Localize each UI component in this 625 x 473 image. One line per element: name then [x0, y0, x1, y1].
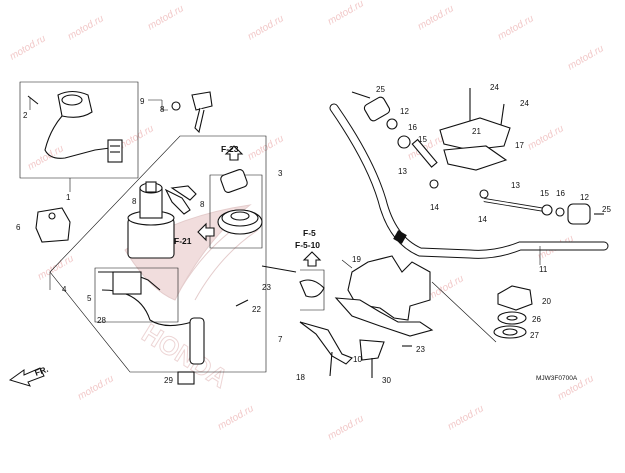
lower-brackets — [235, 265, 412, 378]
part-number-15: 15 — [418, 135, 427, 144]
part-number-16: 16 — [556, 189, 565, 198]
site-watermark: motod.ru — [146, 3, 186, 32]
left-bar-end-parts — [351, 91, 439, 189]
part-number-19: 19 — [352, 255, 361, 264]
part-number-2: 2 — [23, 111, 28, 120]
watermark-layer: motod.ru motod.ru motod.ru motod.ru moto… — [8, 0, 606, 443]
part-number-20: 20 — [542, 297, 551, 306]
site-watermark: motod.ru — [246, 13, 286, 42]
part-number-14: 14 — [430, 203, 439, 212]
part-number-21: 21 — [472, 127, 481, 136]
part-4-group — [49, 135, 267, 385]
part-number-13: 13 — [398, 167, 407, 176]
reference-labels: F-23 F-21 F-5 F-5-10 — [174, 144, 322, 267]
site-watermark: motod.ru — [566, 43, 606, 72]
part-number-5: 5 — [87, 294, 92, 303]
part-number-23: 23 — [262, 283, 271, 292]
site-watermark: motod.ru — [36, 253, 76, 282]
part-number-23: 23 — [416, 345, 425, 354]
part-9-key — [148, 91, 213, 134]
part-number-7: 7 — [278, 335, 283, 344]
fuel-cap-group — [197, 145, 263, 249]
part-number-3: 3 — [278, 169, 283, 178]
front-direction-label: FR. — [33, 364, 49, 378]
site-watermark: motod.ru — [66, 13, 106, 42]
stem-nut-group — [431, 281, 533, 343]
part-number-13: 13 — [511, 181, 520, 190]
site-watermark: motod.ru — [216, 403, 256, 432]
site-watermark: motod.ru — [526, 123, 566, 152]
site-watermark: motod.ru — [446, 403, 486, 432]
site-watermark: motod.ru — [326, 0, 366, 28]
part-number-1: 1 — [66, 193, 71, 202]
part-number-9: 9 — [140, 97, 145, 106]
reference-f-23: F-23 — [221, 144, 239, 154]
site-watermark: motod.ru — [8, 33, 48, 62]
front-direction-indicator: FR. — [8, 364, 50, 387]
reference-f-5: F-5 — [303, 228, 316, 238]
part-number-8: 8 — [160, 105, 165, 114]
part-number-15: 15 — [540, 189, 549, 198]
part-number-12: 12 — [400, 107, 409, 116]
site-watermark: motod.ru — [326, 413, 366, 442]
right-bar-end-parts — [479, 189, 604, 225]
part-number-22: 22 — [252, 305, 261, 314]
site-watermark: motod.ru — [416, 3, 456, 32]
part-number-14: 14 — [478, 215, 487, 224]
part-number-8: 8 — [132, 197, 137, 206]
site-watermark: motod.ru — [426, 273, 466, 302]
part-6-bracket — [35, 207, 71, 243]
upper-holder-group — [439, 88, 511, 171]
part-number-26: 26 — [532, 315, 541, 324]
part-number-27: 27 — [530, 331, 539, 340]
site-watermark: motod.ru — [496, 13, 536, 42]
part-number-29: 29 — [164, 376, 173, 385]
reference-f-21: F-21 — [174, 236, 192, 246]
part-11-handlebar — [329, 103, 609, 265]
reference-f-5-10: F-5-10 — [295, 240, 320, 250]
part-number-11: 11 — [539, 265, 548, 274]
part-number-4: 4 — [62, 285, 67, 294]
part-callouts: 1 2 3 4 5 6 7 8 8 8 9 10 11 12 12 13 13 … — [16, 83, 611, 385]
part-number-24: 24 — [490, 83, 499, 92]
part-number-25: 25 — [602, 205, 611, 214]
part-number-30: 30 — [382, 376, 391, 385]
part-number-10: 10 — [353, 355, 362, 364]
part-number-8: 8 — [200, 200, 205, 209]
part-number-18: 18 — [296, 373, 305, 382]
site-watermark: motod.ru — [76, 373, 116, 402]
part-number-6: 6 — [16, 223, 21, 232]
part-number-24: 24 — [520, 99, 529, 108]
part-19-top-bridge — [334, 255, 434, 337]
part-number-17: 17 — [515, 141, 524, 150]
part-number-28: 28 — [97, 316, 106, 325]
part-number-12: 12 — [580, 193, 589, 202]
part-number-25: 25 — [376, 85, 385, 94]
drawing-code: MJW3F0700A — [536, 375, 578, 382]
part-1-group — [19, 81, 139, 192]
part-number-16: 16 — [408, 123, 417, 132]
